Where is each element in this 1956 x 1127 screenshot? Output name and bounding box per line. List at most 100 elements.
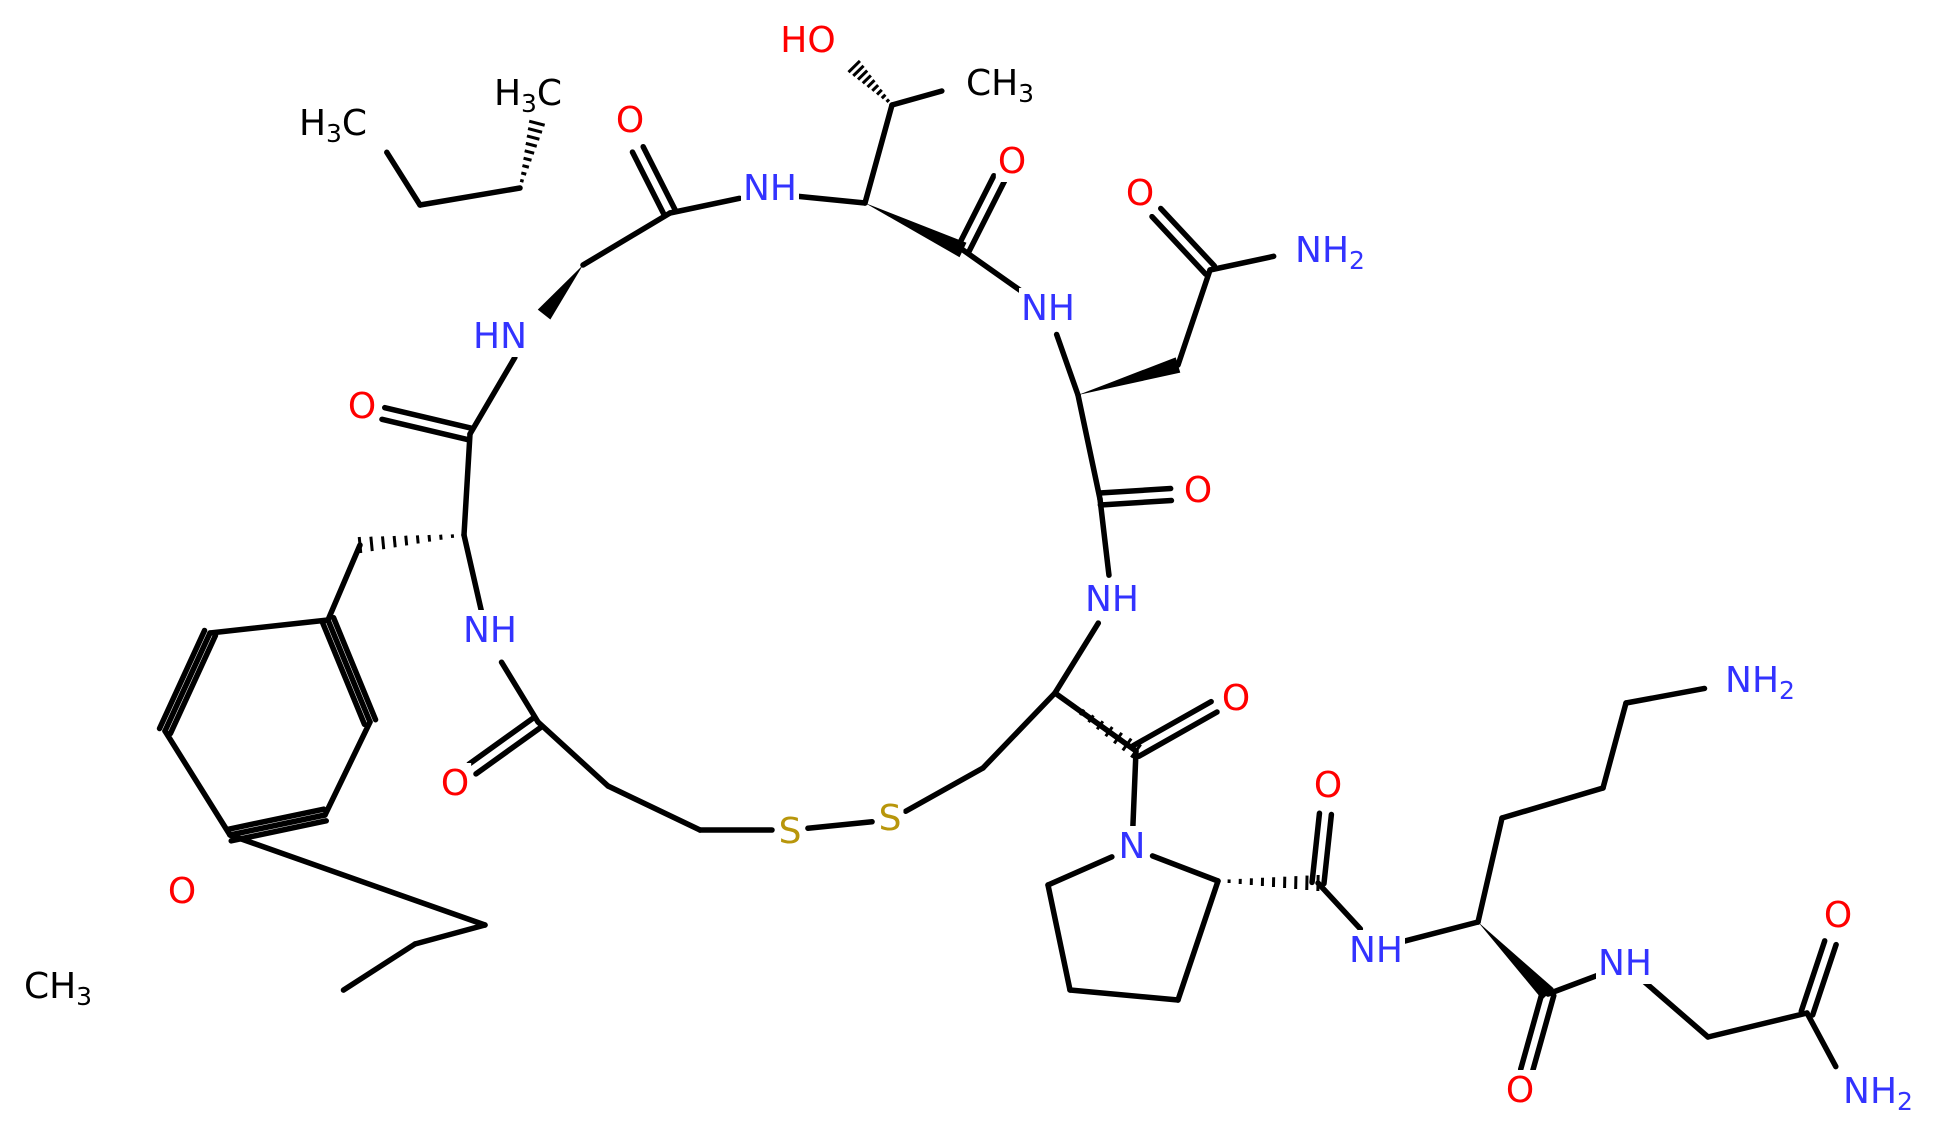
single-bond bbox=[605, 783, 703, 833]
single-bond bbox=[227, 812, 328, 838]
single-bond bbox=[162, 630, 213, 734]
double-bond bbox=[640, 143, 679, 214]
atom-label-nh2-orn: NH2 bbox=[1725, 660, 1795, 705]
atom-label-nh-tyr: NH bbox=[463, 610, 517, 651]
atom-label-nh-thr: NH bbox=[743, 168, 797, 209]
single-bond bbox=[498, 659, 541, 725]
hash-bond-line bbox=[392, 535, 397, 548]
hash-bond-line bbox=[1095, 720, 1105, 731]
single-bond bbox=[322, 719, 373, 818]
label-backdrop bbox=[165, 871, 199, 912]
single-bond bbox=[1067, 987, 1181, 1003]
double-bond bbox=[228, 818, 329, 844]
hash-bond-line bbox=[1121, 737, 1133, 752]
hash-bond-line bbox=[522, 164, 530, 169]
hash-bond-line bbox=[524, 149, 535, 155]
wedge-bond bbox=[1078, 357, 1181, 395]
single-bond bbox=[1804, 1010, 1839, 1070]
atom-label-ho: HO bbox=[780, 20, 835, 61]
single-bond bbox=[1400, 919, 1481, 945]
stereo-bonds-layer bbox=[357, 59, 1554, 1000]
hash-bond-line bbox=[866, 79, 876, 89]
double-bond bbox=[330, 614, 379, 723]
label-backdrop bbox=[1723, 660, 1797, 705]
atom-label-o-orn: O bbox=[1506, 1070, 1534, 1111]
wedge-bond bbox=[1478, 922, 1554, 1000]
atom-label-nh-ile: HN bbox=[473, 316, 527, 357]
label-backdrop bbox=[776, 811, 804, 852]
single-bond bbox=[902, 765, 986, 814]
label-backdrop bbox=[1116, 826, 1148, 867]
single-bond bbox=[1075, 392, 1103, 502]
single-bond bbox=[412, 922, 488, 947]
label-backdrop bbox=[438, 763, 472, 804]
atom-label-o-cys: O bbox=[1222, 678, 1250, 719]
single-bond bbox=[461, 431, 473, 538]
single-bond bbox=[1045, 882, 1073, 993]
single-bond bbox=[325, 542, 363, 623]
atom-label-ch3-thr: CH3 bbox=[966, 63, 1034, 108]
single-bond bbox=[1545, 971, 1604, 997]
hash-bond-line bbox=[523, 156, 532, 162]
label-backdrop bbox=[491, 73, 565, 118]
hash-bond-line bbox=[527, 127, 543, 134]
label-backdrop bbox=[461, 610, 519, 651]
double-bond bbox=[319, 619, 368, 728]
single-bond bbox=[325, 617, 373, 725]
label-backdrop bbox=[778, 20, 838, 61]
atom-label-o-gly: O bbox=[1824, 895, 1852, 936]
hash-bond-line bbox=[415, 535, 420, 544]
double-bond bbox=[1517, 989, 1545, 1073]
double-bond bbox=[167, 632, 219, 737]
atom-label-nh-cys: NH bbox=[1085, 579, 1139, 620]
single-bond bbox=[889, 88, 945, 108]
double-bond bbox=[226, 806, 327, 832]
atom-label-nh2-gly: NH2 bbox=[1843, 1071, 1913, 1116]
hash-bond-line bbox=[357, 536, 363, 554]
single-bond bbox=[1045, 854, 1115, 888]
hash-bond-line bbox=[528, 119, 546, 127]
hash-bond-line bbox=[520, 171, 527, 176]
atom-label-nh-gly: NH bbox=[1598, 943, 1652, 984]
single-bond bbox=[1315, 880, 1364, 932]
hash-bond-line bbox=[1078, 708, 1086, 716]
hash-bond-line bbox=[1113, 731, 1123, 745]
label-backdrop bbox=[1219, 678, 1253, 719]
atom-label-nh-orn: NH bbox=[1349, 930, 1403, 971]
hash-bond-line bbox=[1061, 697, 1067, 702]
atom-label-h3c-ile-top: H3C bbox=[494, 73, 562, 118]
single-bond bbox=[1623, 685, 1708, 706]
bonds-layer bbox=[156, 88, 1839, 1076]
label-backdrop bbox=[876, 798, 904, 839]
hash-bond-line bbox=[885, 98, 891, 104]
hash-bond-line bbox=[525, 141, 538, 148]
label-backdrop bbox=[1181, 470, 1215, 511]
single-bond bbox=[1600, 700, 1629, 791]
atom-label-ch3-ethyl: CH3 bbox=[24, 966, 92, 1011]
double-bond bbox=[629, 149, 668, 219]
atom-label-s2: S bbox=[879, 798, 902, 839]
double-bond bbox=[1309, 810, 1323, 886]
double-bond bbox=[954, 172, 997, 251]
single-bond bbox=[667, 195, 743, 216]
hash-bond-line bbox=[1104, 726, 1114, 738]
double-bond bbox=[1096, 485, 1174, 496]
single-bond bbox=[580, 210, 673, 268]
double-bond bbox=[1798, 938, 1828, 1014]
label-backdrop bbox=[1347, 930, 1405, 971]
label-backdrop bbox=[21, 966, 95, 1011]
single-bond bbox=[535, 719, 611, 789]
hash-bond-line bbox=[875, 88, 883, 96]
hash-bond-line bbox=[404, 535, 409, 546]
single-bond bbox=[1130, 748, 1139, 829]
hash-bond-line bbox=[1130, 743, 1142, 759]
single-bond bbox=[1052, 690, 1139, 754]
double-bond bbox=[1529, 992, 1557, 1076]
atom-label-o-thr: O bbox=[998, 141, 1026, 182]
atom-label-o-ile: O bbox=[616, 100, 644, 141]
single-bond bbox=[980, 690, 1058, 771]
double-bond bbox=[1097, 497, 1175, 508]
label-backdrop bbox=[1083, 579, 1141, 620]
atom-label-h3c-ile-left: H3C bbox=[299, 103, 367, 148]
double-bond bbox=[1136, 709, 1220, 759]
